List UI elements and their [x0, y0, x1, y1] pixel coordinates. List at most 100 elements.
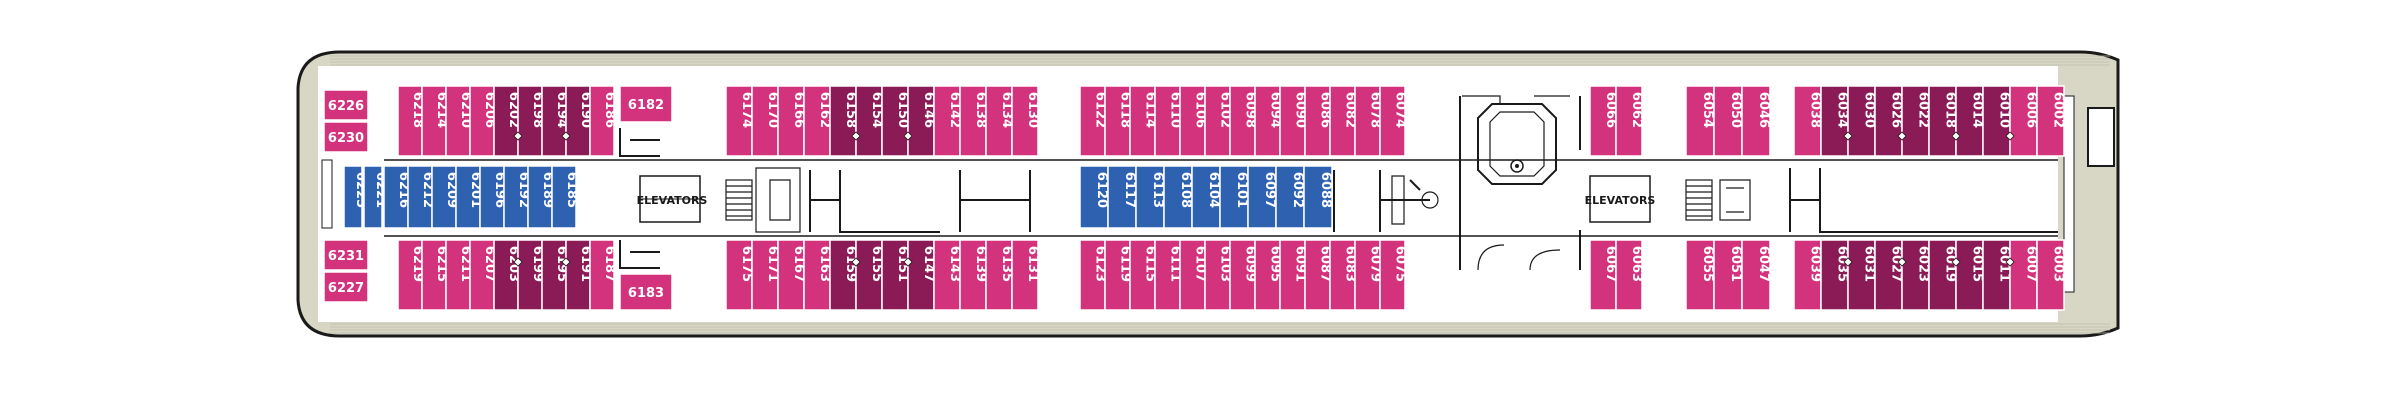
cabin-6011[interactable]: 6011	[1982, 239, 2012, 311]
cabin-6075[interactable]: 6075	[1379, 239, 1408, 311]
cabin-6108[interactable]: 6108	[1163, 165, 1193, 229]
cabin-6035[interactable]: 6035	[1820, 239, 1850, 311]
cabin-6110[interactable]: 6110	[1154, 85, 1183, 157]
cabin-6190[interactable]: 6190	[565, 85, 593, 157]
cabin-6198[interactable]: 6198	[517, 85, 545, 157]
cabin-6046[interactable]: 6046	[1741, 85, 1771, 157]
cabin-6138[interactable]: 6138	[959, 85, 988, 157]
cabin-6099[interactable]: 6099	[1229, 239, 1258, 311]
cabin-6003[interactable]: 6003	[2036, 239, 2066, 311]
cabin-6007[interactable]: 6007	[2009, 239, 2039, 311]
cabin-6143[interactable]: 6143	[933, 239, 962, 311]
cabin-6163[interactable]: 6163	[803, 239, 832, 311]
cabin-6114[interactable]: 6114	[1129, 85, 1158, 157]
cabin-6196[interactable]: 6196	[479, 165, 507, 229]
cabin-6015[interactable]: 6015	[1955, 239, 1985, 311]
cabin-6182[interactable]: 6182	[619, 85, 673, 123]
cabin-6151[interactable]: 6151	[881, 239, 910, 311]
cabin-6095[interactable]: 6095	[1254, 239, 1283, 311]
cabin-6191[interactable]: 6191	[565, 239, 593, 311]
cabin-6039[interactable]: 6039	[1793, 239, 1823, 311]
cabin-6214[interactable]: 6214	[421, 85, 449, 157]
cabin-6010[interactable]: 6010	[1982, 85, 2012, 157]
cabin-6103[interactable]: 6103	[1204, 239, 1233, 311]
cabin-6131[interactable]: 6131	[1011, 239, 1040, 311]
cabin-6142[interactable]: 6142	[933, 85, 962, 157]
cabin-6150[interactable]: 6150	[881, 85, 910, 157]
cabin-6117[interactable]: 6117	[1107, 165, 1137, 229]
cabin-6074[interactable]: 6074	[1379, 85, 1408, 157]
cabin-6063[interactable]: 6063	[1615, 239, 1644, 311]
cabin-6106[interactable]: 6106	[1179, 85, 1208, 157]
cabin-6207[interactable]: 6207	[469, 239, 497, 311]
cabin-6192[interactable]: 6192	[503, 165, 531, 229]
cabin-6155[interactable]: 6155	[855, 239, 884, 311]
cabin-6087[interactable]: 6087	[1304, 239, 1333, 311]
cabin-6119[interactable]: 6119	[1104, 239, 1133, 311]
cabin-6031[interactable]: 6031	[1847, 239, 1877, 311]
cabin-6210[interactable]: 6210	[445, 85, 473, 157]
cabin-6194[interactable]: 6194	[541, 85, 569, 157]
cabin-6135[interactable]: 6135	[985, 239, 1014, 311]
cabin-6034[interactable]: 6034	[1820, 85, 1850, 157]
cabin-6201[interactable]: 6201	[455, 165, 483, 229]
cabin-6231[interactable]: 6231	[323, 239, 369, 271]
cabin-6215[interactable]: 6215	[421, 239, 449, 311]
cabin-6006[interactable]: 6006	[2009, 85, 2039, 157]
cabin-6171[interactable]: 6171	[751, 239, 780, 311]
cabin-6054[interactable]: 6054	[1685, 85, 1715, 157]
cabin-6047[interactable]: 6047	[1741, 239, 1771, 311]
cabin-6230[interactable]: 6230	[323, 121, 369, 153]
cabin-6055[interactable]: 6055	[1685, 239, 1715, 311]
cabin-6014[interactable]: 6014	[1955, 85, 1985, 157]
cabin-6038[interactable]: 6038	[1793, 85, 1823, 157]
cabin-6162[interactable]: 6162	[803, 85, 832, 157]
cabin-6111[interactable]: 6111	[1154, 239, 1183, 311]
cabin-6115[interactable]: 6115	[1129, 239, 1158, 311]
cabin-6066[interactable]: 6066	[1589, 85, 1618, 157]
cabin-6227[interactable]: 6227	[323, 271, 369, 303]
cabin-6091[interactable]: 6091	[1279, 239, 1308, 311]
cabin-6218[interactable]: 6218	[397, 85, 425, 157]
cabin-6088[interactable]: 6088	[1303, 165, 1333, 229]
cabin-6019[interactable]: 6019	[1928, 239, 1958, 311]
cabin-6212[interactable]: 6212	[407, 165, 435, 229]
cabin-6002[interactable]: 6002	[2036, 85, 2066, 157]
cabin-6062[interactable]: 6062	[1615, 85, 1644, 157]
cabin-6187[interactable]: 6187	[589, 239, 617, 311]
cabin-6086[interactable]: 6086	[1304, 85, 1333, 157]
cabin-6120[interactable]: 6120	[1079, 165, 1109, 229]
cabin-6202[interactable]: 6202	[493, 85, 521, 157]
cabin-6101[interactable]: 6101	[1219, 165, 1249, 229]
cabin-6139[interactable]: 6139	[959, 239, 988, 311]
cabin-6134[interactable]: 6134	[985, 85, 1014, 157]
cabin-6189[interactable]: 6189	[527, 165, 555, 229]
cabin-6226[interactable]: 6226	[323, 89, 369, 121]
cabin-6186[interactable]: 6186	[589, 85, 617, 157]
cabin-6118[interactable]: 6118	[1104, 85, 1133, 157]
cabin-6026[interactable]: 6026	[1874, 85, 1904, 157]
cabin-6122[interactable]: 6122	[1079, 85, 1108, 157]
cabin-6098[interactable]: 6098	[1229, 85, 1258, 157]
cabin-6167[interactable]: 6167	[777, 239, 806, 311]
cabin-6123[interactable]: 6123	[1079, 239, 1108, 311]
cabin-6030[interactable]: 6030	[1847, 85, 1877, 157]
cabin-6203[interactable]: 6203	[493, 239, 521, 311]
cabin-6094[interactable]: 6094	[1254, 85, 1283, 157]
cabin-6083[interactable]: 6083	[1329, 239, 1358, 311]
cabin-6082[interactable]: 6082	[1329, 85, 1358, 157]
cabin-6216[interactable]: 6216	[383, 165, 411, 229]
cabin-6027[interactable]: 6027	[1874, 239, 1904, 311]
cabin-6018[interactable]: 6018	[1928, 85, 1958, 157]
cabin-6092[interactable]: 6092	[1275, 165, 1305, 229]
cabin-6146[interactable]: 6146	[907, 85, 936, 157]
cabin-6113[interactable]: 6113	[1135, 165, 1165, 229]
cabin-6211[interactable]: 6211	[445, 239, 473, 311]
cabin-6067[interactable]: 6067	[1589, 239, 1618, 311]
cabin-6185[interactable]: 6185	[551, 165, 579, 229]
cabin-6170[interactable]: 6170	[751, 85, 780, 157]
cabin-6183[interactable]: 6183	[619, 273, 673, 311]
cabin-6130[interactable]: 6130	[1011, 85, 1040, 157]
cabin-6209[interactable]: 6209	[431, 165, 459, 229]
cabin-6219[interactable]: 6219	[397, 239, 425, 311]
